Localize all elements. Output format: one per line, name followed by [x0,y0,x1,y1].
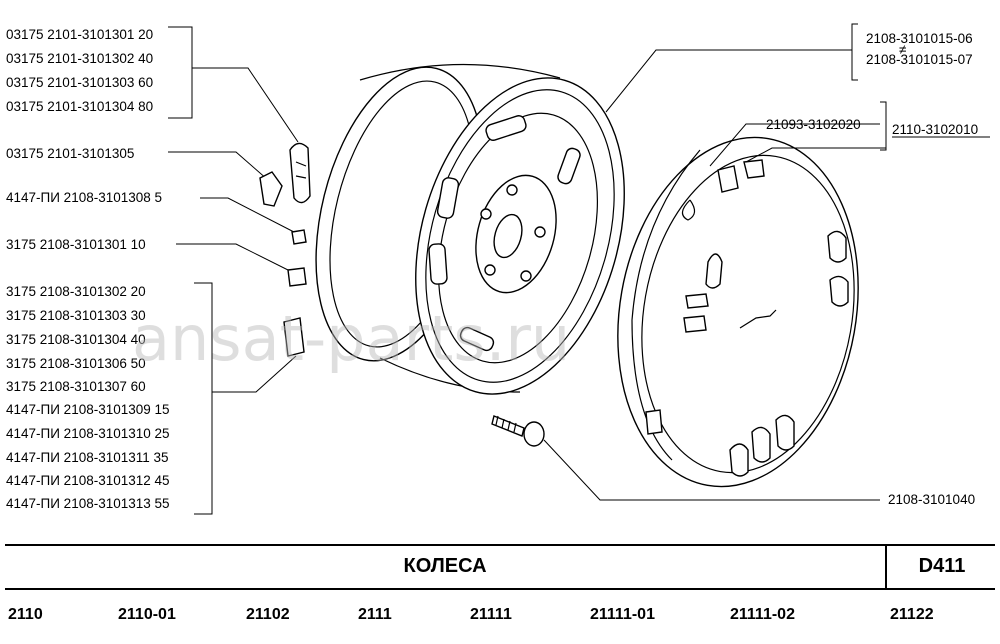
model-2110-01[interactable]: 2110-01 [118,606,176,623]
model-21102[interactable]: 21102 [246,606,290,623]
cap-slot-8 [775,414,795,451]
cap-clip-3 [645,409,663,435]
rim-bolt-hole-4 [484,264,496,276]
leader-wheel [605,49,852,113]
bolt-thread [495,415,517,433]
cap-slot-1 [705,253,723,289]
model-21111[interactable]: 21111 [470,606,512,623]
label-weight-2108-3101310: 4147-ПИ 2108-3101310 25 [6,426,170,441]
label-weight-2108-3101313: 4147-ПИ 2108-3101313 55 [6,496,170,511]
label-weight-2101-3101302: 03175 2101-3101302 40 [6,51,153,66]
bolt-head [523,421,545,447]
rim-barrel-top [359,63,561,81]
bracket-cap [880,101,887,151]
weight-5g [291,229,307,245]
model-21122[interactable]: 21122 [890,606,934,623]
cap-slot-2 [827,230,847,263]
rim-front-lip [425,89,615,383]
rim-vent-slot-5 [557,147,581,185]
wheel-rim [315,63,625,395]
label-wheel-2108-3101015-07: 2108-3101015-07 [866,52,973,67]
cap-slot-5 [683,315,707,333]
rim-bolt-hole-3 [520,270,532,282]
right-leader-lines [543,23,990,501]
label-weight-2108-3101307: 3175 2108-3101307 60 [6,379,146,394]
bracket-group-2 [194,282,213,515]
label-weight-2108-3101312: 4147-ПИ 2108-3101312 45 [6,473,170,488]
cap-slot-7 [751,426,771,463]
model-2111[interactable]: 2111 [358,606,392,623]
cap-face [641,154,855,474]
weight-10g [287,267,307,287]
rim-vent-slot-1 [485,115,527,141]
rim-center-bore [493,213,523,259]
bracket-group-1 [168,26,193,119]
label-not-interchangeable: ≠ [899,42,906,57]
label-weight-2108-3101308: 4147-ПИ 2108-3101308 5 [6,190,162,205]
cap-outer-rim [617,136,859,488]
leader-weight-5 [200,197,295,233]
label-weight-2108-3101306: 3175 2108-3101306 50 [6,356,146,371]
cap-slot-6 [729,443,749,477]
label-weight-2108-3101304: 3175 2108-3101304 40 [6,332,146,347]
model-21111-02[interactable]: 21111-02 [730,606,795,623]
leader-group-2 [212,355,297,393]
clip-weight-ribs [295,161,307,179]
weight-stack [283,317,305,357]
page-title: КОЛЕСА [403,555,487,577]
cap-slot-4 [685,293,709,309]
rim-vent-slot-3 [428,243,448,285]
diagram-code: D411 [918,555,966,577]
label-weight-2101-3101301: 03175 2101-3101301 20 [6,27,153,42]
clip-small [259,171,283,207]
bolt-shank [491,415,525,437]
model-list: 2110 2110-01 21102 2111 21111 21111-01 2… [0,606,1000,636]
label-weight-2108-3101303: 3175 2108-3101303 30 [6,308,146,323]
diagram-code-cell: D411 [885,546,997,588]
left-leader-lines [168,26,299,515]
cap-clip-1 [717,165,739,193]
label-weight-2101-3101304: 03175 2101-3101304 80 [6,99,153,114]
leader-cap-b [745,147,886,163]
wheel-cap [617,136,859,488]
label-weight-2108-3101311: 4147-ПИ 2108-3101311 35 [6,450,169,465]
title-bar: КОЛЕСА D411 [5,544,995,590]
rim-bolt-hole-5 [480,208,492,220]
label-weight-2108-3101309: 4147-ПИ 2108-3101309 15 [6,402,170,417]
wheel-bolt [491,415,545,447]
leader-group-1 [192,67,299,143]
label-wheel-2108-3101015-06: 2108-3101015-06 [866,31,973,46]
label-weight-2108-3101301: 3175 2108-3101301 10 [6,237,146,252]
balance-weights [259,142,311,357]
rim-vent-slot-4 [459,326,495,352]
cap-slot-3 [829,275,849,307]
rim-bolt-hole-1 [506,184,518,196]
model-21111-01[interactable]: 21111-01 [590,606,655,623]
rim-bolt-hole-2 [534,226,546,238]
leader-weight-10 [176,243,293,273]
label-cap-2110-3102010: 2110-3102010 [892,122,978,137]
cap-clip-notch [681,199,696,221]
leader-bolt [543,439,880,501]
cap-emblem [739,309,777,329]
model-2110[interactable]: 2110 [8,606,43,623]
rim-vent-slot-2 [436,177,460,219]
bracket-wheel [851,23,858,81]
watermark: ansat-parts.ru [132,302,570,375]
leader-cap-a [709,123,880,167]
leader-clip [168,151,269,181]
label-weight-2108-3101302: 3175 2108-3101302 20 [6,284,146,299]
label-weight-2101-3101303: 03175 2101-3101303 60 [6,75,153,90]
clip-weight-large [289,142,311,204]
label-clip-2101-3101305: 03175 2101-3101305 [6,146,134,161]
balance-weight-labels: 03175 2101-3101301 20 03175 2101-3101302… [6,27,170,511]
label-bolt-2108-3101040: 2108-3101040 [888,492,975,507]
cap-clip-2 [743,159,765,179]
